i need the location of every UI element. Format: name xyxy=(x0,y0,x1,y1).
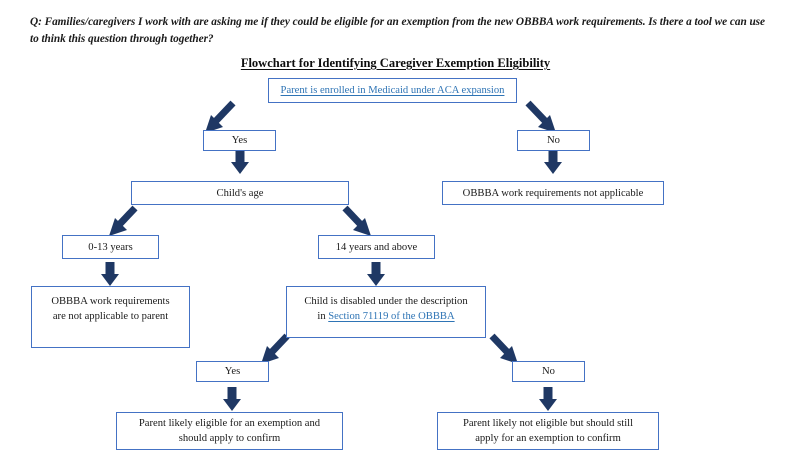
node-label: 0-13 years xyxy=(88,241,133,253)
node-label: OBBBA work requirements not applicable xyxy=(462,187,644,199)
arrow-child-disabled-to-yes xyxy=(261,333,290,364)
node-parent-enrolled-medicaid[interactable]: Parent is enrolled in Medicaid under ACA… xyxy=(268,78,517,103)
node-obbba-not-applicable-parent[interactable]: OBBBA work requirements are not applicab… xyxy=(31,286,190,348)
arrow-childs-age-to-0-13 xyxy=(109,205,138,236)
node-label: No xyxy=(542,366,555,377)
node-label-line2: should apply to confirm xyxy=(178,433,281,444)
node-label-line2: in Section 71119 of the OBBBA xyxy=(292,309,480,324)
arrow-yes-to-childs-age xyxy=(231,150,249,174)
node-yes-branch-2[interactable]: Yes xyxy=(196,361,269,382)
arrow-no-to-not-applicable xyxy=(544,150,562,174)
node-label-line1: Parent likely eligible for an exemption … xyxy=(138,418,321,429)
arrow-14-plus-to-child-disabled xyxy=(367,262,385,286)
node-child-disabled[interactable]: Child is disabled under the description … xyxy=(286,286,486,338)
question-prompt: Q: Families/caregivers I work with are a… xyxy=(30,16,765,45)
node-label-line2: apply for an exemption to confirm xyxy=(475,433,621,444)
node-likely-not-eligible-outcome[interactable]: Parent likely not eligible but should st… xyxy=(437,412,659,450)
arrow-0-13-to-not-applicable-parent xyxy=(101,262,119,286)
arrow-no-to-not-eligible-outcome xyxy=(539,387,557,411)
arrow-child-disabled-to-no xyxy=(489,333,518,364)
node-label-line2: are not applicable to parent xyxy=(52,311,169,322)
node-no-branch-1[interactable]: No xyxy=(517,130,590,151)
node-no-branch-2[interactable]: No xyxy=(512,361,585,382)
node-label-line1: Child is disabled under the description xyxy=(304,296,468,307)
node-label-line1: OBBBA work requirements xyxy=(51,296,170,307)
medicaid-aca-link[interactable]: Parent is enrolled in Medicaid under ACA… xyxy=(280,85,505,96)
node-obbba-not-applicable[interactable]: OBBBA work requirements not applicable xyxy=(442,181,664,205)
section-71119-link[interactable]: Section 71119 of the OBBBA xyxy=(328,311,455,322)
arrow-yes-to-eligible-outcome xyxy=(223,387,241,411)
node-yes-branch-1[interactable]: Yes xyxy=(203,130,276,151)
node-label: 14 years and above xyxy=(335,241,418,253)
node-label: Child's age xyxy=(216,187,264,199)
node-label-line1: Parent likely not eligible but should st… xyxy=(462,418,634,429)
arrow-root-to-yes xyxy=(205,100,236,133)
node-age-14-plus[interactable]: 14 years and above xyxy=(318,235,435,259)
node-likely-eligible-outcome[interactable]: Parent likely eligible for an exemption … xyxy=(116,412,343,450)
node-label: Yes xyxy=(231,135,248,146)
node-label: No xyxy=(547,135,560,146)
page-title: Flowchart for Identifying Caregiver Exem… xyxy=(0,56,791,71)
page-title-text: Flowchart for Identifying Caregiver Exem… xyxy=(240,56,551,70)
arrow-root-to-no xyxy=(525,100,556,133)
node-childs-age[interactable]: Child's age xyxy=(131,181,349,205)
node-age-0-13[interactable]: 0-13 years xyxy=(62,235,159,259)
arrow-childs-age-to-14-plus xyxy=(342,205,371,236)
node-label-line2-prefix: in xyxy=(317,311,329,322)
node-label: Yes xyxy=(224,366,241,377)
